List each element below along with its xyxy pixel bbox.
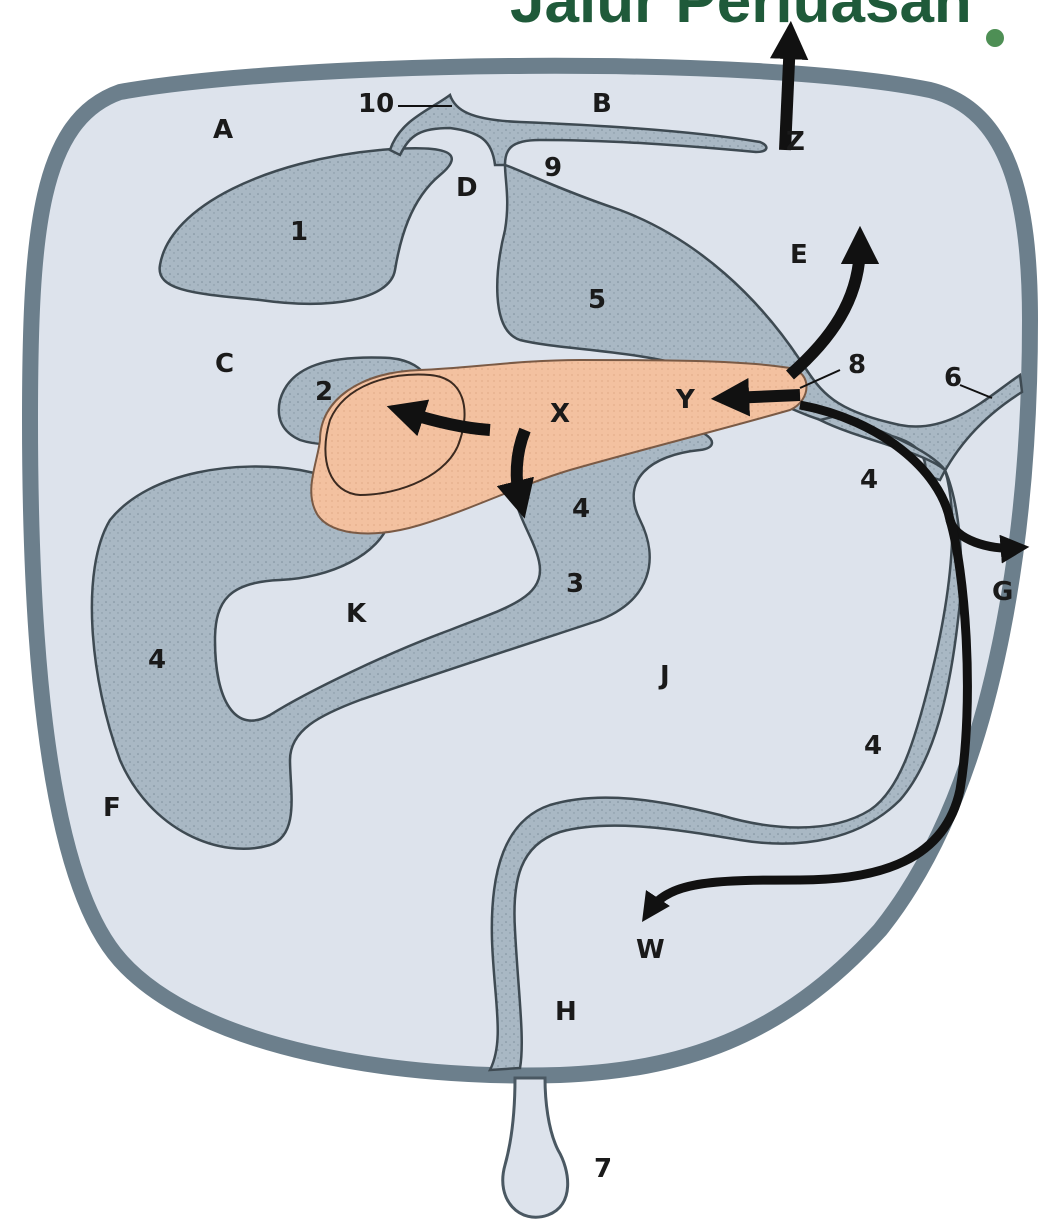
label-F: F bbox=[103, 793, 121, 823]
label-G: G bbox=[992, 577, 1013, 607]
label-4: 4 bbox=[148, 645, 166, 675]
label-6: 6 bbox=[944, 363, 962, 393]
label-E: E bbox=[790, 240, 808, 270]
bullet-dot bbox=[986, 29, 1004, 47]
label-B: B bbox=[592, 89, 612, 119]
label-3: 3 bbox=[566, 569, 584, 599]
label-4: 4 bbox=[860, 465, 878, 495]
label-1: 1 bbox=[290, 217, 308, 247]
label-4: 4 bbox=[572, 494, 590, 524]
label-4: 4 bbox=[864, 731, 882, 761]
label-10: 10 bbox=[358, 89, 394, 119]
label-X: X bbox=[550, 399, 570, 429]
label-J: J bbox=[658, 661, 670, 691]
label-Z: Z bbox=[786, 127, 805, 157]
label-C: C bbox=[215, 349, 234, 379]
label-W: W bbox=[636, 935, 665, 965]
label-9: 9 bbox=[544, 153, 562, 183]
tube-7 bbox=[503, 1078, 568, 1217]
label-A: A bbox=[213, 115, 233, 145]
label-Y: Y bbox=[675, 385, 696, 415]
label-K: K bbox=[346, 599, 367, 629]
label-D: D bbox=[456, 173, 478, 203]
label-2: 2 bbox=[315, 377, 333, 407]
slide-title: Jalur Perluasan bbox=[510, 0, 972, 36]
label-8: 8 bbox=[848, 350, 866, 380]
label-H: H bbox=[555, 997, 577, 1027]
label-7: 7 bbox=[594, 1154, 612, 1184]
arrow-y bbox=[730, 395, 800, 398]
label-5: 5 bbox=[588, 285, 606, 315]
